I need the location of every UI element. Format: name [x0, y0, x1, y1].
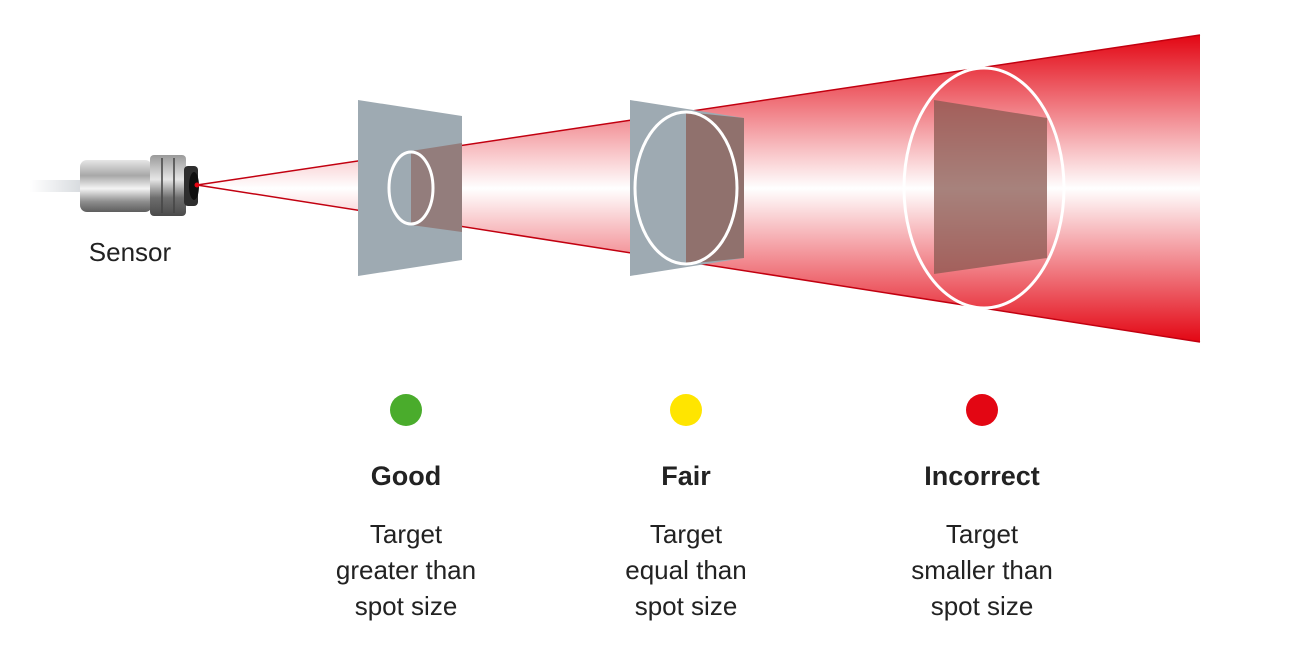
spot-circle-incorrect: [902, 66, 1066, 310]
beam-shadow-good: [411, 143, 462, 232]
status-dot-incorrect: [966, 394, 998, 426]
description-line: smaller than: [911, 555, 1053, 585]
target-good: [358, 100, 462, 276]
rating-good: Good: [370, 461, 442, 491]
legend-good: Good Target greater than spot size: [286, 394, 526, 624]
description-line: Target: [945, 519, 1019, 549]
description-line: greater than: [335, 555, 477, 585]
description-line: spot size: [930, 591, 1034, 621]
sensor-device: [30, 155, 200, 216]
description-incorrect: Target smaller than spot size: [862, 516, 1102, 624]
description-fair: Target equal than spot size: [566, 516, 806, 624]
spot-circle-good: [387, 150, 435, 226]
target-incorrect: [902, 66, 1066, 310]
target-plate-good: [358, 100, 462, 276]
beam-shadow-fair: [686, 112, 744, 264]
spot-circle-fair: [633, 110, 739, 266]
status-dot-fair: [670, 394, 702, 426]
description-line: spot size: [634, 591, 738, 621]
rating-fair: Fair: [661, 461, 711, 491]
status-dot-good: [390, 394, 422, 426]
description-line: equal than: [625, 555, 747, 585]
target-fair: [630, 100, 744, 276]
description-line: Target: [369, 519, 443, 549]
rating-incorrect: Incorrect: [924, 461, 1040, 491]
sensor-label: Sensor: [88, 237, 172, 267]
legend-incorrect: Incorrect Target smaller than spot size: [862, 394, 1102, 624]
description-line: spot size: [354, 591, 458, 621]
description-line: Target: [649, 519, 723, 549]
description-good: Target greater than spot size: [286, 516, 526, 624]
legend-fair: Fair Target equal than spot size: [566, 394, 806, 624]
target-plate-incorrect: [934, 100, 1047, 274]
